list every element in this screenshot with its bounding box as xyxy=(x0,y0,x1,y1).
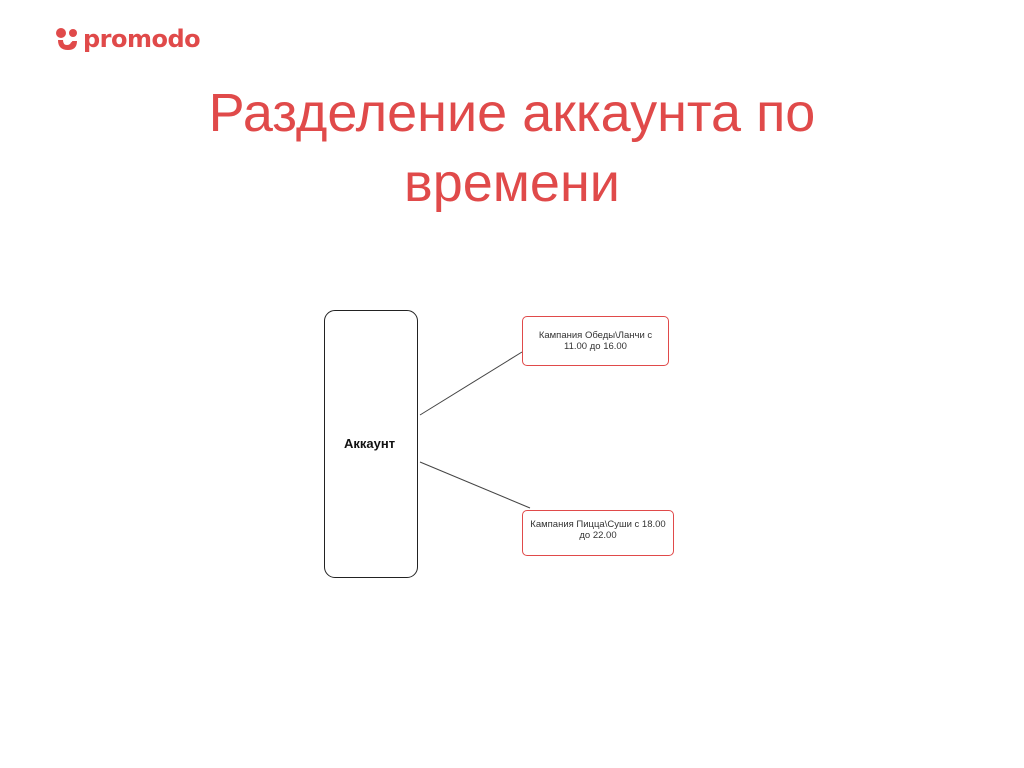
campaign-node-pizza: Кампания Пицца\Суши с 18.00 до 22.00 xyxy=(522,510,674,556)
promodo-logo: promodo xyxy=(54,24,201,54)
account-node xyxy=(324,310,418,578)
page-title: Разделение аккаунта по времени xyxy=(208,83,816,213)
connector-to-lunch-campaign xyxy=(419,351,523,416)
campaign-node-label: Кампания Обеды\Ланчи с 11.00 до 16.00 xyxy=(538,330,653,352)
campaign-node-lunch: Кампания Обеды\Ланчи с 11.00 до 16.00 xyxy=(522,316,669,366)
brand-name: promodo xyxy=(83,25,201,53)
connector-to-pizza-campaign xyxy=(419,461,531,509)
campaign-node-label: Кампания Пицца\Суши с 18.00 до 22.00 xyxy=(530,519,666,541)
account-node-label: Аккаунт xyxy=(344,436,396,451)
promodo-logo-icon xyxy=(56,28,77,50)
